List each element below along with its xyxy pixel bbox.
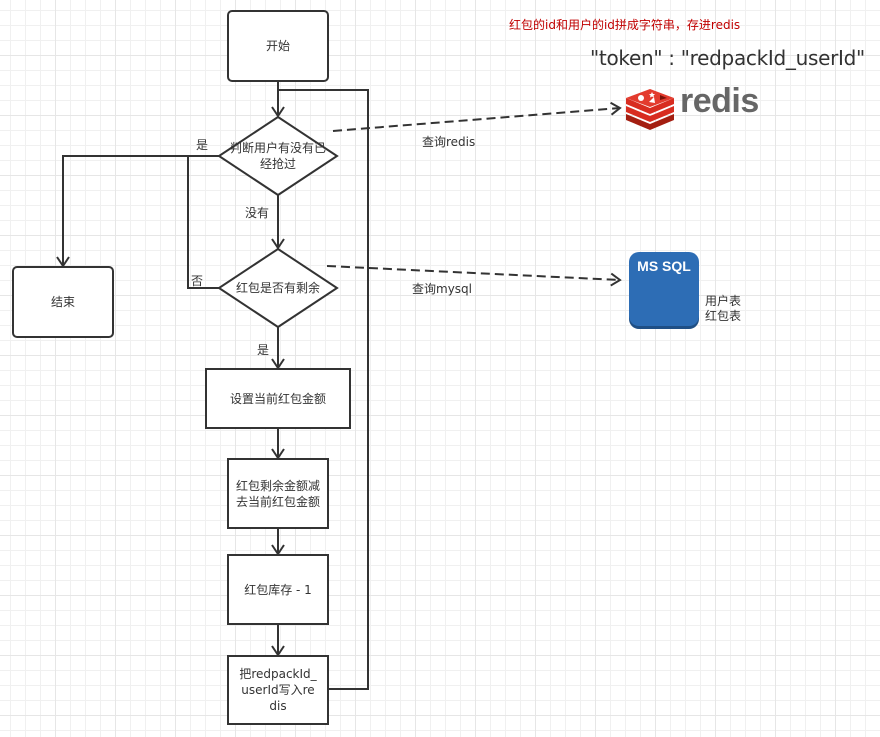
- edge-label-yes-remaining: 是: [257, 343, 270, 357]
- mssql-tables: 用户表 红包表: [705, 294, 741, 324]
- table-users: 用户表: [705, 294, 742, 308]
- redis-key-note: 红包的id和用户的id拼成字符串，存进redis: [509, 18, 741, 32]
- write-redis-node[interactable]: [227, 655, 329, 725]
- edge-label-no-remaining: 否: [191, 274, 204, 288]
- decrement-stock-node[interactable]: [227, 554, 329, 625]
- subtract-amount-label: 红包剩余金额减去当前红包金额: [236, 478, 321, 509]
- token-format: "token" : "redpackId_userId": [590, 46, 865, 70]
- edge-label-yes-grabbed: 是: [196, 138, 209, 152]
- table-redpacks: 红包表: [705, 309, 742, 323]
- edge-query-mysql: [326, 265, 622, 287]
- decrement-stock-label: 红包库存 - 1: [244, 582, 312, 597]
- set-amount-node[interactable]: [205, 368, 351, 429]
- redis-logo-icon: [626, 89, 674, 130]
- edge-no-remaining: [187, 156, 219, 289]
- edge-loop-back: [278, 89, 369, 690]
- start-node-label: 开始: [265, 39, 290, 53]
- subtract-amount-node[interactable]: [227, 458, 329, 529]
- write-redis-label: 把redpackId_userId写入redis: [239, 667, 317, 713]
- end-node-label: 结束: [50, 295, 75, 309]
- set-amount-label: 设置当前红包金额: [229, 391, 326, 406]
- edge-yes-to-end: [56, 155, 219, 268]
- mssql-icon: MS SQL: [629, 252, 699, 326]
- edge-query-redis: [332, 101, 622, 132]
- decision-grabbed-label: 判断用户有没有已经抢过: [229, 141, 326, 171]
- mssql-label: MS SQL: [637, 258, 691, 274]
- redis-label: redis: [680, 82, 759, 120]
- edge-label-query-redis: 查询redis: [422, 135, 476, 149]
- edge-label-query-mysql: 查询mysql: [412, 282, 472, 296]
- decision-remaining-label: 红包是否有剩余: [235, 281, 320, 295]
- edge-label-no-grabbed: 没有: [245, 206, 270, 220]
